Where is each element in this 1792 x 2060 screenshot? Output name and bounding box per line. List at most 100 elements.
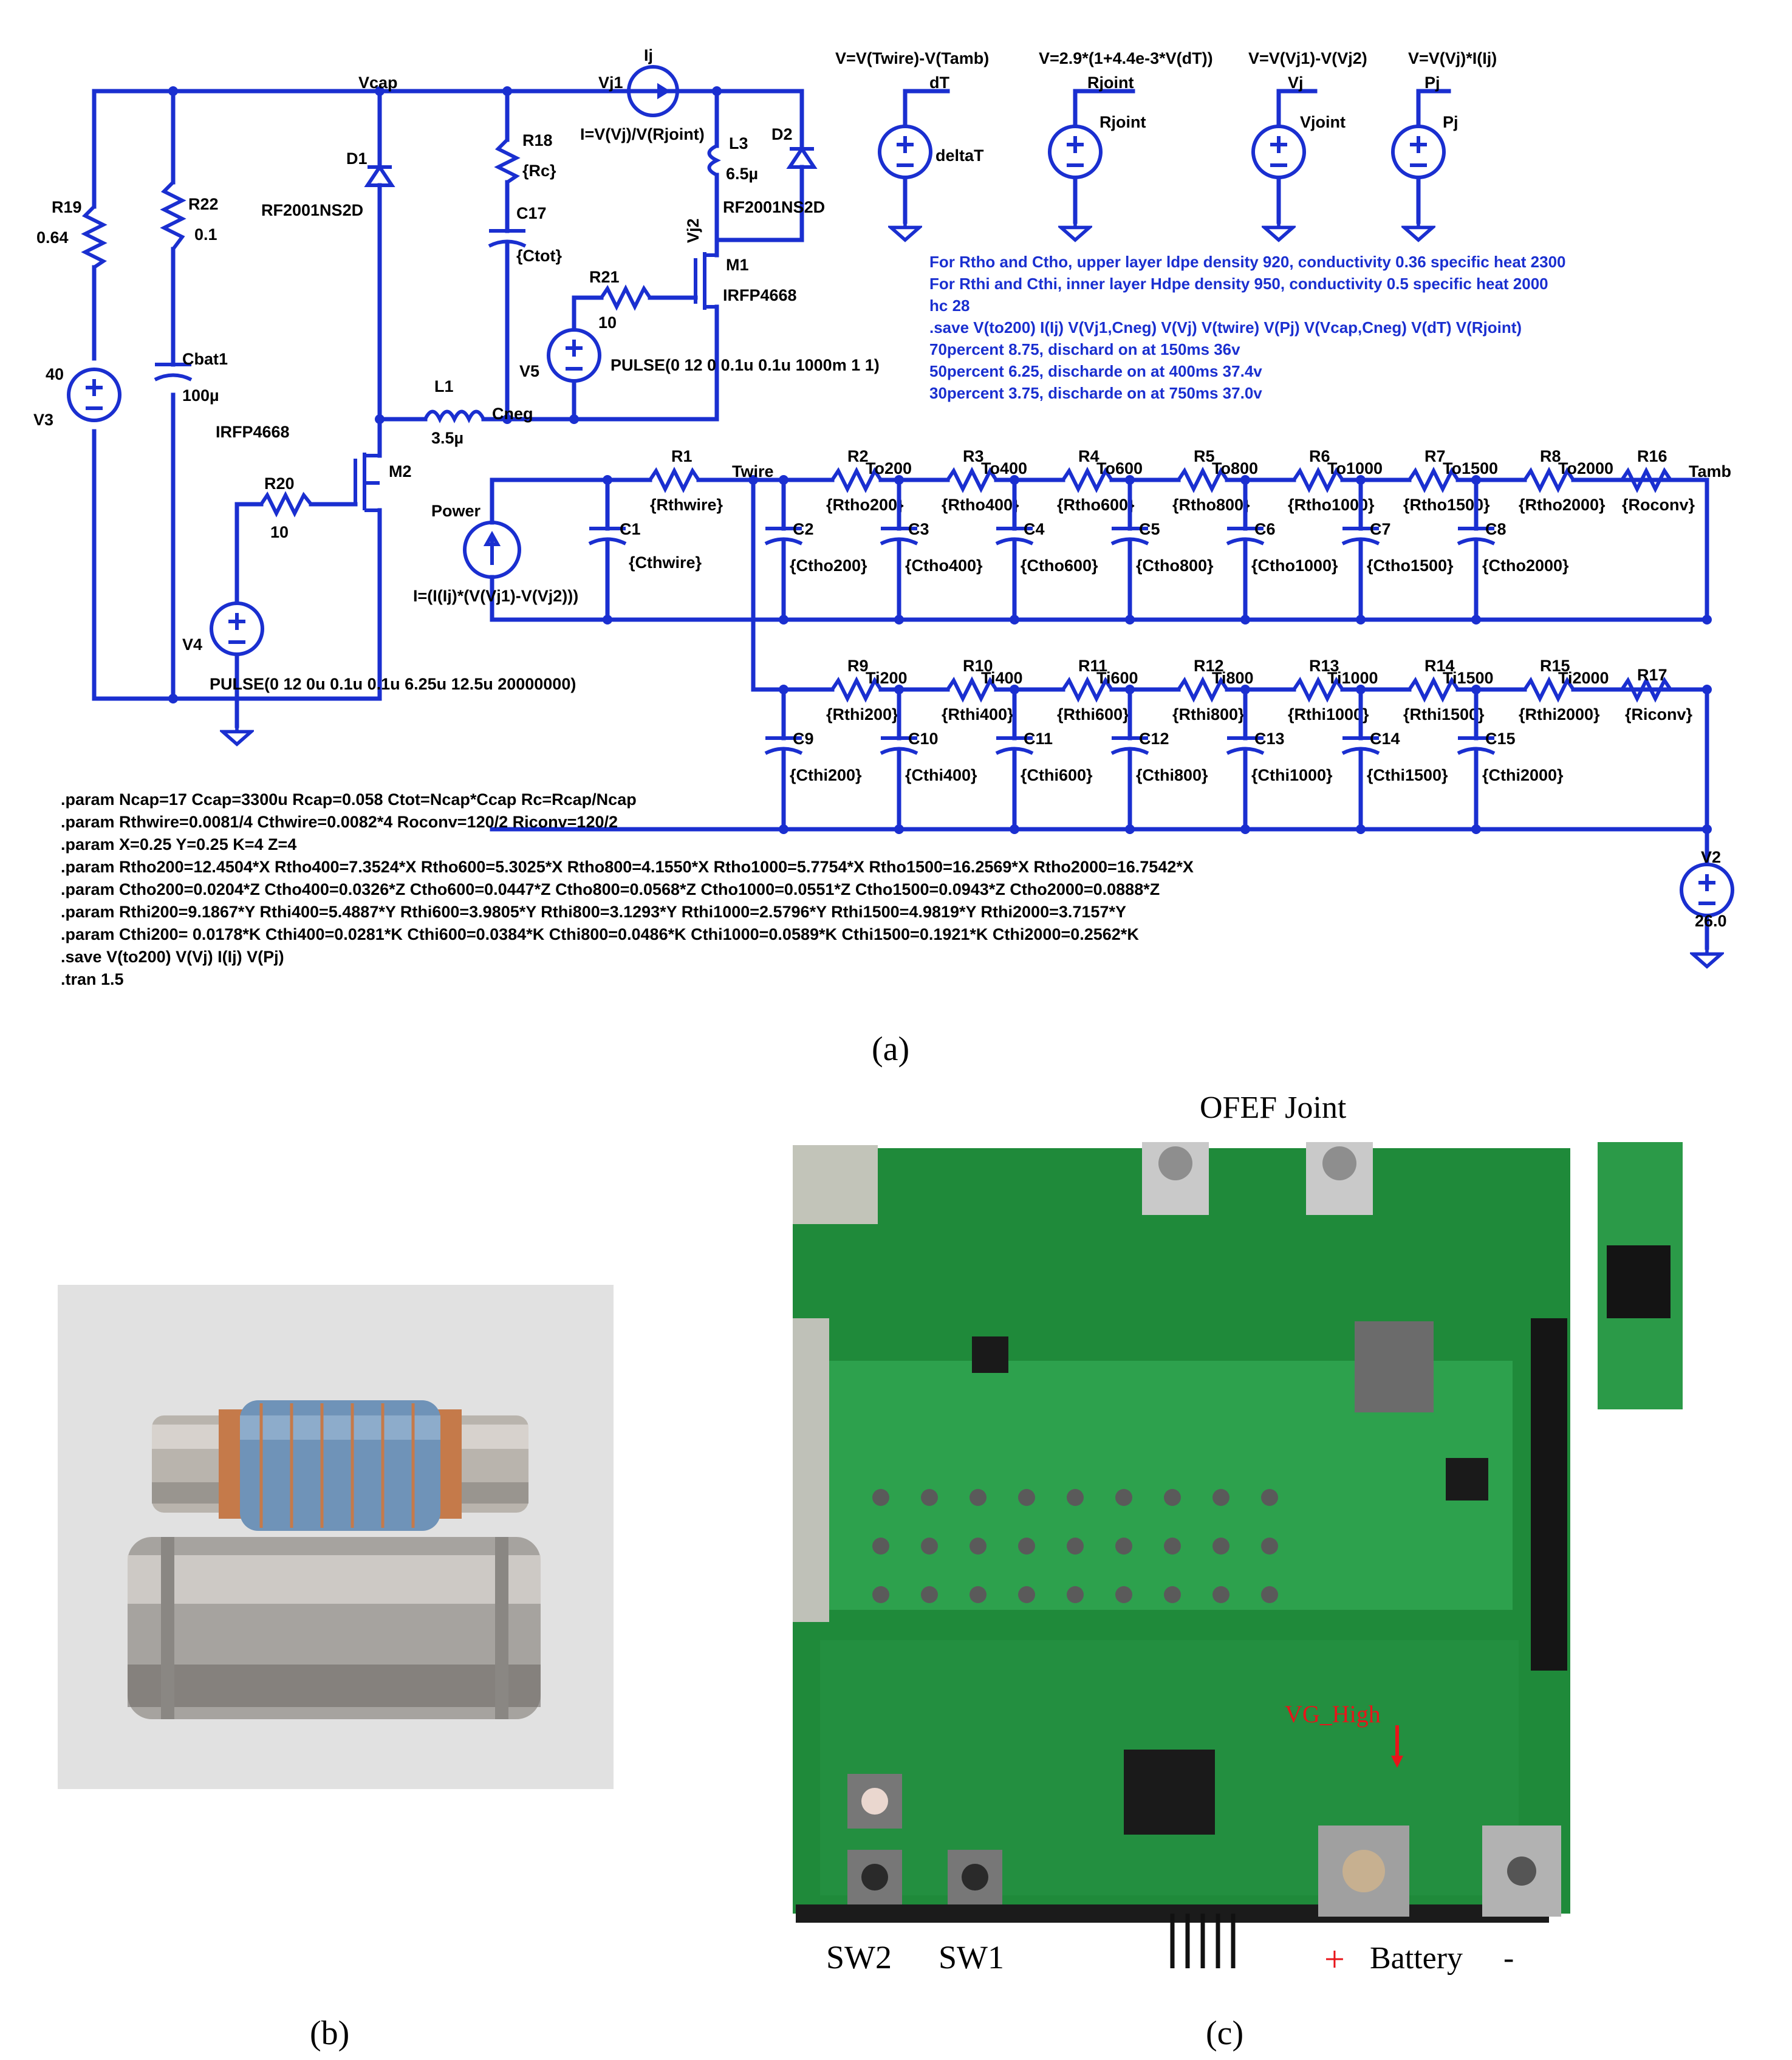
net-vj2: Vj2 (684, 218, 702, 243)
formula-rjoint: V=2.9*(1+4.4e-3*V(dT)) (1039, 49, 1213, 67)
d1-diode (364, 163, 395, 187)
inner-node-1: Ti200 (866, 669, 908, 687)
upper-node-4: To800 (1212, 459, 1258, 477)
r18-value: {Rc} (522, 162, 556, 180)
upper-c-value-5: {Ctho1000} (1251, 556, 1338, 575)
upper-r-label-2: R3 (963, 447, 984, 465)
simulation-notes: For Rtho and Ctho, upper layer ldpe dens… (929, 253, 1566, 402)
r22-label: R22 (188, 195, 219, 213)
upper-c-label-7: C8 (1485, 520, 1506, 538)
net-twire: Twire (732, 462, 774, 481)
r18-label: R18 (522, 131, 553, 149)
sw2-label: SW2 (826, 1939, 892, 1976)
inner-node-5: Ti1000 (1327, 669, 1378, 687)
spice-params: .param Ncap=17 Ccap=3300u Rcap=0.058 Cto… (61, 790, 1194, 988)
v3-source (69, 369, 120, 420)
cbat1-label: Cbat1 (182, 350, 228, 368)
ij-current-source (627, 65, 679, 117)
inner-layer-chain: R9{Rthi200}Ti200C9{Cthi200}R10{Rthi400}T… (764, 657, 1709, 834)
svg-text:.save V(to200) V(Vj) I(Ij) V(P: .save V(to200) V(Vj) I(Ij) V(Pj) (61, 948, 284, 966)
svg-text:.param Ncap=17 Ccap=3300u Rcap: .param Ncap=17 Ccap=3300u Rcap=0.058 Cto… (61, 790, 637, 809)
thermal-network: R2{Rtho200}To200C2{Ctho200}R3{Rtho400}To… (413, 447, 1732, 967)
inner-c-value-1: {Cthi200} (790, 766, 862, 784)
source-pj: Pj (1443, 113, 1459, 131)
upper-c-label-5: C6 (1254, 520, 1276, 538)
r1-resistor (648, 467, 700, 493)
upper-resistor-4 (1177, 467, 1229, 493)
r20-label: R20 (264, 474, 295, 493)
upper-r-value-1: {Rtho200} (826, 496, 904, 514)
upper-c-value-2: {Ctho400} (905, 556, 983, 575)
upper-r-value-3: {Rtho600} (1057, 496, 1135, 514)
r19-label: R19 (52, 198, 82, 216)
v2-label: V2 (1701, 848, 1721, 866)
svg-text:.param Rtho200=12.4504*X Rtho4: .param Rtho200=12.4504*X Rtho400=7.3524*… (61, 858, 1194, 876)
upper-layer-chain: R2{Rtho200}To200C2{Ctho200}R3{Rtho400}To… (764, 447, 1709, 625)
inner-c-label-4: C12 (1139, 730, 1169, 748)
upper-resistor-3 (1061, 467, 1113, 493)
formula-dt: V=V(Twire)-V(Tamb) (835, 49, 989, 67)
inner-c-label-7: C15 (1485, 730, 1516, 748)
r21-label: R21 (589, 268, 620, 286)
r17-label: R17 (1637, 666, 1667, 684)
d2-diode (786, 145, 818, 169)
power-stage (69, 65, 818, 744)
inner-c-value-6: {Cthi1500} (1367, 766, 1448, 784)
upper-c-value-4: {Ctho800} (1136, 556, 1214, 575)
svg-text:.param Cthi200= 0.0178*K Cthi4: .param Cthi200= 0.0178*K Cthi400=0.0281*… (61, 925, 1139, 943)
inner-r-label-4: R12 (1194, 657, 1224, 675)
inner-r-value-6: {Rthi1500} (1403, 705, 1485, 724)
svg-text:For Rtho and Ctho, upper layer: For Rtho and Ctho, upper layer ldpe dens… (929, 253, 1566, 271)
inner-r-label-7: R15 (1540, 657, 1570, 675)
net-tamb: Tamb (1689, 462, 1731, 481)
source-deltat: deltaT (935, 146, 984, 165)
c17-value: {Ctot} (516, 247, 562, 265)
l1-label: L1 (434, 377, 454, 395)
net-vcap: Vcap (358, 74, 398, 92)
net-pj: Pj (1424, 74, 1440, 92)
formula-pj: V=V(Vj)*I(Ij) (1408, 49, 1497, 67)
upper-c-label-6: C7 (1370, 520, 1391, 538)
upper-r-label-1: R2 (847, 447, 869, 465)
upper-node-7: To2000 (1558, 459, 1613, 477)
svg-text:.param Rthwire=0.0081/4 Cthwir: .param Rthwire=0.0081/4 Cthwire=0.0082*4… (61, 813, 618, 831)
net-cneg: Cneg (492, 405, 533, 423)
upper-c-label-3: C4 (1024, 520, 1045, 538)
source-rjoint: Rjoint (1099, 113, 1146, 131)
inner-node-6: Ti1500 (1443, 669, 1494, 687)
inner-resistor-7 (1523, 676, 1575, 703)
inner-r-value-1: {Rthi200} (826, 705, 898, 724)
l1-inductor (423, 409, 485, 423)
d1-label: D1 (346, 149, 368, 168)
battery-minus: - (1503, 1941, 1514, 1976)
upper-node-3: To600 (1096, 459, 1143, 477)
r1-value: {Rthwire} (650, 496, 723, 514)
cbat1-value: 100µ (182, 386, 219, 405)
inner-resistor-6 (1407, 676, 1460, 703)
upper-node-1: To200 (866, 459, 912, 477)
source-vjoint: Vjoint (1300, 113, 1346, 131)
v5-source (549, 330, 600, 381)
upper-r-label-3: R4 (1078, 447, 1099, 465)
inner-node-2: Ti400 (981, 669, 1023, 687)
inner-c-value-3: {Cthi600} (1021, 766, 1093, 784)
upper-c-label-4: C5 (1139, 520, 1160, 538)
r20-value: 10 (270, 523, 289, 541)
svg-text:For Rthi and Cthi, inner layer: For Rthi and Cthi, inner layer Hdpe dens… (929, 275, 1548, 293)
m1-part: IRFP4668 (723, 286, 797, 304)
upper-node-5: To1000 (1327, 459, 1383, 477)
r16-label: R16 (1637, 447, 1667, 465)
sw1-label: SW1 (939, 1939, 1004, 1976)
pcb-photo: OFEF Joint VG_High SW2 SW1 + Battery - (720, 1078, 1734, 1993)
upper-c-value-1: {Ctho200} (790, 556, 867, 575)
l3-label: L3 (729, 134, 748, 152)
r21-resistor (600, 284, 652, 311)
r20-resistor (259, 491, 313, 518)
inner-r-label-6: R14 (1424, 657, 1455, 675)
net-ij: Ij (644, 46, 653, 64)
battery-plus: + (1324, 1939, 1345, 1979)
inner-r-value-5: {Rthi1000} (1288, 705, 1369, 724)
upper-r-label-4: R5 (1194, 447, 1215, 465)
v5-pulse: PULSE(0 12 0 0.1u 0.1u 1000m 1 1) (610, 356, 880, 374)
l3-value: 6.5µ (726, 165, 758, 183)
